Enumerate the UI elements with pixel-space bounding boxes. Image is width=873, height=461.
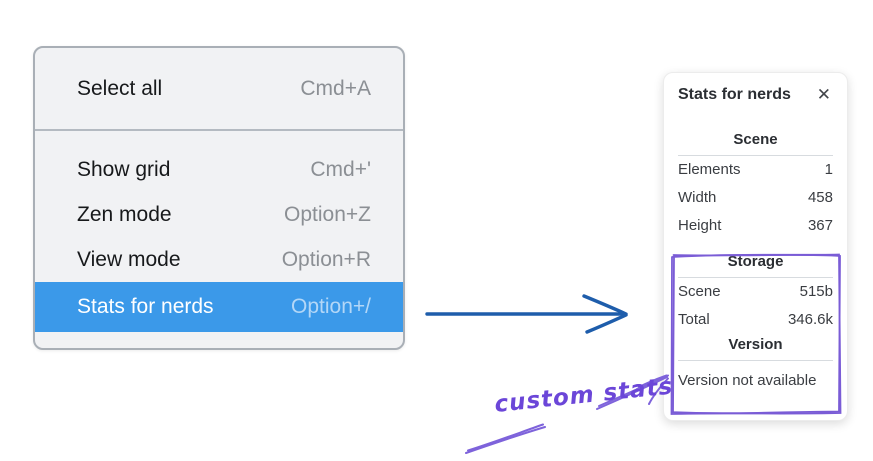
stat-row-width: Width 458 (678, 184, 833, 212)
menu-section-main: Show grid Cmd+' Zen mode Option+Z View m… (35, 129, 403, 332)
flow-arrow (425, 294, 628, 334)
section-divider (678, 360, 833, 361)
close-icon[interactable]: ✕ (816, 85, 831, 104)
menu-section-top: Select all Cmd+A (35, 48, 403, 129)
stat-value: 346.6k (787, 311, 833, 328)
stat-label: Total (678, 311, 710, 328)
stat-row-scene-storage: Scene 515b (678, 278, 833, 306)
menu-item-shortcut: Option+Z (284, 202, 371, 226)
stat-label: Width (678, 189, 717, 206)
menu-item-label: Show grid (77, 157, 171, 181)
stat-value: 1 (824, 161, 833, 178)
stats-panel-titlebar: Stats for nerds ✕ (678, 85, 833, 104)
menu-item-show-grid[interactable]: Show grid Cmd+' (35, 147, 403, 192)
stat-value: 458 (807, 189, 833, 206)
context-menu: Select all Cmd+A Show grid Cmd+' Zen mod… (33, 46, 405, 350)
menu-item-label: View mode (77, 247, 181, 271)
stat-value: 515b (799, 283, 833, 300)
menu-item-shortcut: Cmd+A (300, 77, 371, 100)
menu-item-shortcut: Cmd+' (310, 157, 371, 181)
stat-label: Height (678, 217, 722, 234)
stats-panel-title: Stats for nerds (678, 85, 791, 103)
menu-item-zen-mode[interactable]: Zen mode Option+Z (35, 192, 403, 237)
menu-item-label: Stats for nerds (77, 295, 214, 318)
stat-row-height: Height 367 (678, 212, 833, 240)
stats-for-nerds-panel: Stats for nerds ✕ Scene Elements 1 Width… (663, 72, 848, 421)
menu-item-stats-for-nerds[interactable]: Stats for nerds Option+/ (35, 282, 403, 332)
menu-item-shortcut: Option+/ (291, 295, 371, 318)
section-divider (678, 155, 833, 156)
stat-value: 367 (807, 217, 833, 234)
stat-row-total-storage: Total 346.6k (678, 306, 833, 334)
menu-item-label: Zen mode (77, 202, 172, 226)
stat-label: Scene (678, 283, 721, 300)
menu-item-label: Select all (77, 77, 163, 100)
stat-row-elements: Elements 1 (678, 156, 833, 184)
section-header-storage: Storage (727, 253, 784, 270)
section-header-scene: Scene (733, 131, 778, 148)
menu-item-view-mode[interactable]: View mode Option+R (35, 237, 403, 282)
section-header-version: Version (728, 336, 783, 353)
menu-item-select-all[interactable]: Select all Cmd+A (35, 62, 403, 116)
stat-label: Elements (678, 161, 741, 178)
annotation-label: custom stats (493, 373, 675, 418)
menu-item-shortcut: Option+R (281, 247, 371, 271)
version-note: Version not available (678, 372, 817, 389)
